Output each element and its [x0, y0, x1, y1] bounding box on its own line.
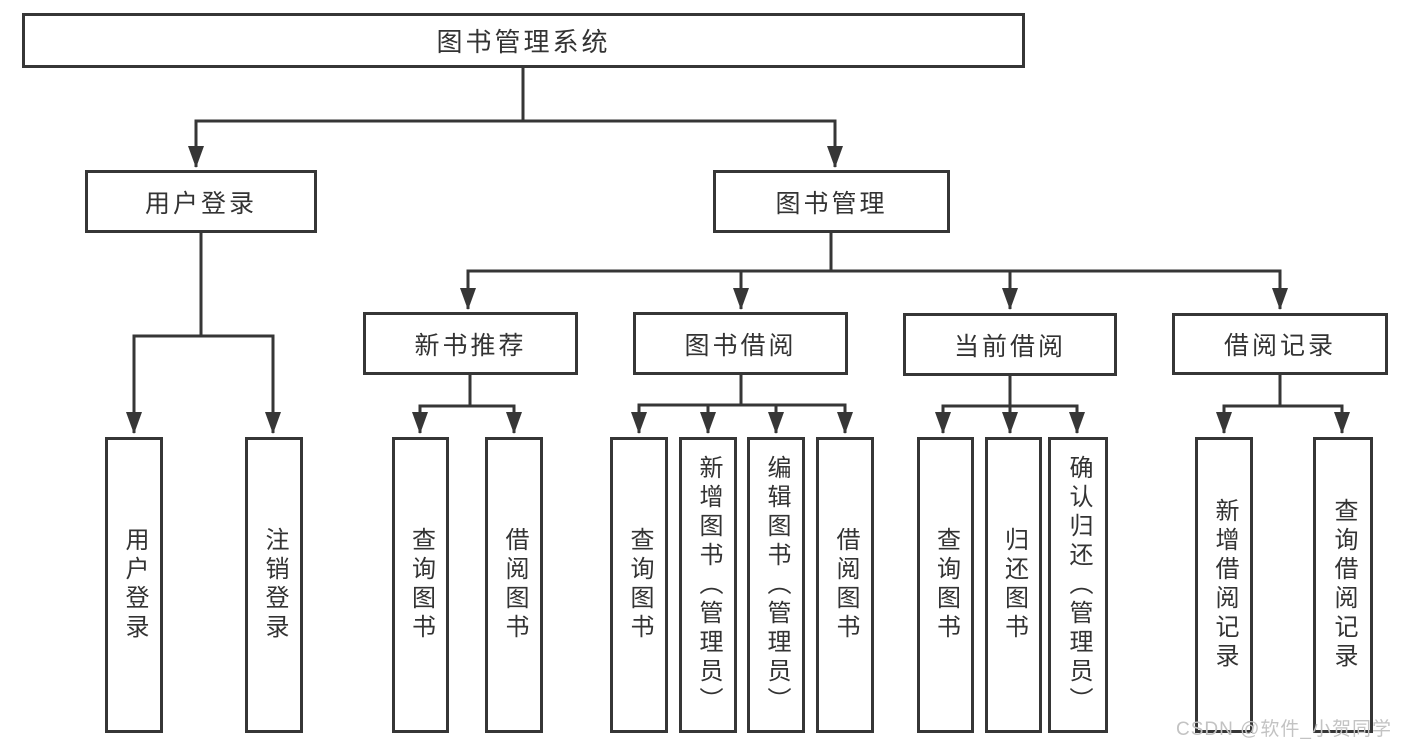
leaf-records-add: 新增借阅记录 — [1195, 437, 1253, 733]
connector-currentborrow-children — [935, 376, 1085, 434]
node-user-login-label: 用户登录 — [144, 189, 257, 218]
node-current-borrow: 当前借阅 — [903, 313, 1117, 376]
leaf-current-query: 查询图书 — [917, 437, 974, 733]
leaf-current-return: 归还图书 — [985, 437, 1042, 733]
leaf-borrow-borrow: 借阅图书 — [816, 437, 874, 733]
node-book-borrow-label: 图书借阅 — [684, 331, 797, 360]
leaf-newbooks-query: 查询图书 — [392, 437, 449, 733]
node-book-management-label: 图书管理 — [775, 189, 888, 218]
node-root-label: 图书管理系统 — [436, 27, 611, 57]
node-borrow-records-label: 借阅记录 — [1223, 332, 1336, 360]
leaf-newbooks-borrow: 借阅图书 — [485, 437, 543, 733]
node-current-borrow-label: 当前借阅 — [953, 332, 1066, 361]
connector-bookborrow-children — [631, 375, 853, 434]
leaf-records-query: 查询借阅记录 — [1313, 437, 1373, 733]
leaf-borrow-query: 查询图书 — [610, 437, 668, 733]
leaf-logout: 注销登录 — [245, 437, 303, 733]
node-borrow-records: 借阅记录 — [1172, 313, 1388, 375]
node-new-book-recommend: 新书推荐 — [363, 312, 578, 375]
connector-root-to-level2 — [188, 68, 843, 168]
node-book-borrow: 图书借阅 — [633, 312, 848, 375]
leaf-user-login: 用户登录 — [105, 437, 163, 733]
node-user-login: 用户登录 — [85, 170, 317, 233]
node-root: 图书管理系统 — [22, 13, 1025, 68]
connector-userlogin-children — [126, 233, 281, 434]
connector-newbooks-children — [412, 375, 522, 434]
leaf-borrow-add-admin: 新增图书（管理员） — [679, 437, 737, 733]
leaf-current-confirm-admin: 确认归还（管理员） — [1048, 437, 1108, 733]
csdn-watermark: CSDN @软件_小贺同学 — [1176, 719, 1392, 740]
leaf-borrow-edit-admin: 编辑图书（管理员） — [747, 437, 805, 733]
connector-records-children — [1216, 375, 1350, 434]
node-new-book-recommend-label: 新书推荐 — [414, 331, 527, 360]
node-book-management: 图书管理 — [713, 170, 950, 233]
connector-bookmgmt-children — [460, 233, 1288, 310]
